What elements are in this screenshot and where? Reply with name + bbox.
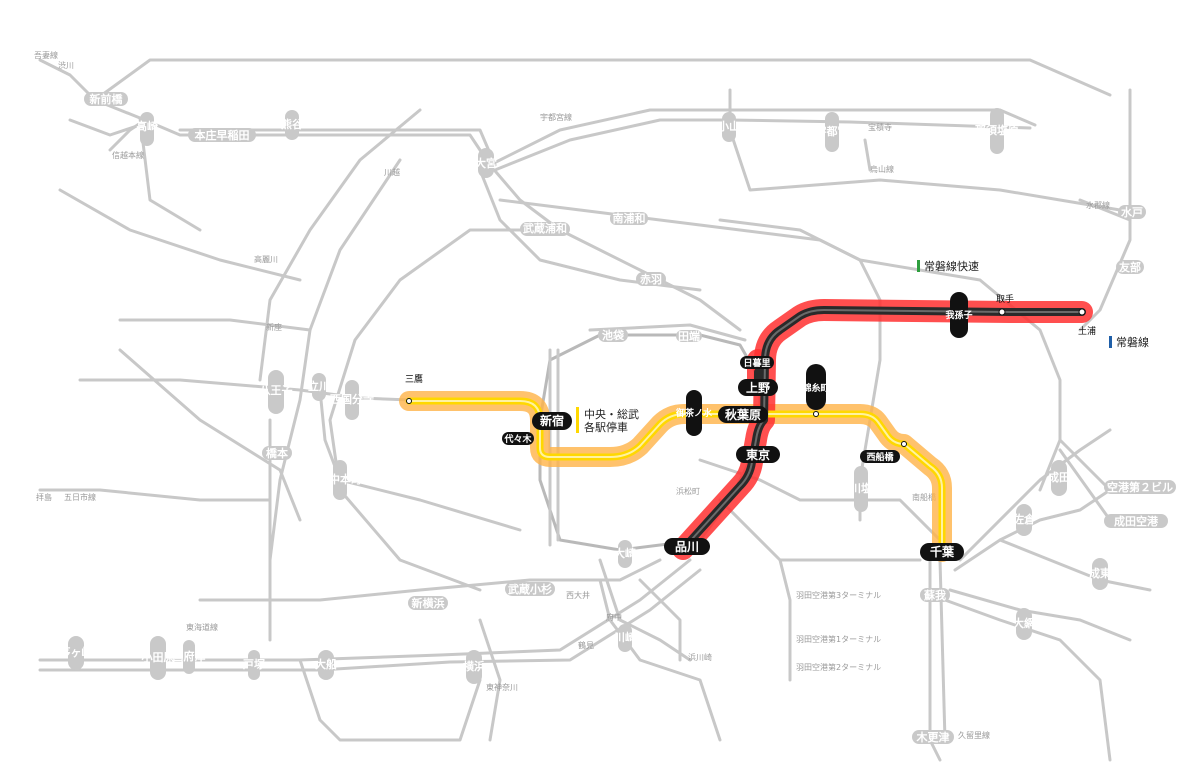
label-shibukawa: 渋川: [58, 60, 74, 70]
station-ofuna: 大船: [315, 657, 337, 671]
station-mitaka: 三鷹: [405, 373, 423, 385]
station-hamamatsucho: 浜松町: [676, 486, 700, 496]
station-totsuka: 戸塚: [243, 657, 265, 671]
station-minami-funabashi: 南船橋: [912, 492, 936, 502]
legend-local-train: 各駅停車: [584, 420, 628, 434]
station-ikebukuro: 池袋: [602, 328, 625, 342]
station-kinshicho: 錦糸町: [801, 382, 829, 394]
station-shinagawa: 品川: [675, 540, 699, 554]
station-shinjuku: 新宿: [540, 413, 564, 428]
route-lines: [405, 306, 1086, 556]
station-ichikawa-shiohama: 市川塩浜: [839, 481, 883, 495]
label-karasuyama-line: 烏山線: [870, 164, 894, 174]
station-akabane: 赤羽: [640, 272, 662, 286]
station-ochanomizu: 御茶ノ水: [675, 407, 713, 419]
station-fuchu: 府中: [606, 612, 622, 622]
station-nishi-funabashi: 西船橋: [866, 451, 894, 463]
station-oami: 大網: [1013, 616, 1035, 630]
legend-joban-swatch: [1109, 336, 1112, 348]
label-utsunomiya-line: 宇都宮線: [540, 112, 572, 122]
station-shin-yokohama: 新横浜: [412, 596, 445, 610]
station-kawasaki: 川崎: [613, 630, 636, 644]
station-chiba: 千葉: [930, 544, 955, 559]
label-higashi-kanagawa: 東神奈川: [486, 682, 518, 692]
station-nasushiobara: 那須塩原: [975, 123, 1019, 137]
label-kururi-line: 久留里線: [958, 730, 990, 740]
station-kawagoe: 川越: [384, 167, 400, 177]
station-hamakawasaki: 浜川崎: [688, 652, 712, 662]
station-narita: 成田: [1048, 470, 1070, 484]
background-small-labels: 吾妻線 渋川 信越本線 烏山線 水郡線 五日市線 東海道線 久留里線 東神奈川 …: [34, 50, 1110, 740]
route-dots: [406, 308, 1086, 447]
station-niiza: 新座: [266, 322, 282, 332]
station-minami-urawa: 南浦和: [613, 211, 646, 225]
station-tabata: 田端: [678, 329, 700, 343]
station-airport-terminal2: 空港第２ビル: [1107, 480, 1173, 494]
station-shinmaebashi: 新前橋: [90, 92, 124, 106]
station-tsurumi: 鶴見: [578, 640, 594, 650]
station-sakura: 佐倉: [1012, 512, 1036, 526]
station-nishi-oi: 西大井: [566, 590, 590, 600]
station-fuchu-hommachi: 府中本町: [318, 472, 362, 486]
legend-chuo-sobu-swatch: [576, 407, 579, 433]
station-hachioji: 八王子: [259, 384, 293, 397]
station-omiya: 大宮: [475, 156, 497, 170]
station-haijima: 拝島: [36, 492, 52, 502]
station-mito: 水戸: [1121, 205, 1143, 219]
label-hoshakuji: 宝積寺: [868, 122, 892, 132]
station-abiko: 我孫子: [945, 309, 972, 321]
label-suigun-line: 水郡線: [1086, 200, 1110, 210]
station-haneda-t3: 羽田空港第3ターミナル: [796, 590, 881, 600]
station-kumagaya: 熊谷: [281, 117, 304, 131]
station-yokohama: 横浜: [463, 659, 485, 673]
station-nishi-kokubunji: 西国分寺: [330, 392, 374, 406]
highlighted-stations: 三鷹 新宿 代々木 御茶ノ水 秋葉原 錦糸町 西船橋 千葉 東京 品川 上野 日…: [405, 292, 1096, 561]
station-tomobe: 友部: [1119, 260, 1141, 274]
station-odawara: 小田原: [141, 650, 175, 664]
station-narita-airport: 成田空港: [1114, 514, 1159, 528]
route-glow: [399, 299, 1093, 562]
station-nippori: 日暮里: [743, 357, 770, 369]
label-shinetsu-line: 信越本線: [112, 150, 144, 160]
station-soga: 蘇我: [923, 588, 946, 602]
station-honjo-waseda: 本庄早稲田: [195, 128, 250, 142]
station-chigasaki: 茅ヶ崎: [60, 645, 93, 659]
station-toride: 取手: [996, 293, 1014, 305]
station-yoyogi: 代々木: [503, 433, 532, 445]
label-agatsuma-line: 吾妻線: [34, 50, 58, 60]
station-oyama: 小山: [717, 119, 740, 133]
station-haneda-t1: 羽田空港第1ターミナル: [796, 634, 881, 644]
station-tsuchiura: 土浦: [1078, 325, 1096, 337]
station-kisarazu: 木更津: [916, 730, 950, 744]
legend-joban: 常磐線: [1116, 335, 1149, 349]
background-station-labels: 新前橋 高崎 本庄早稲田 熊谷 大宮 小山 宇都宮 那須塩原 水戸 友部 武蔵浦…: [36, 92, 1176, 744]
label-itsukaichi-line: 五日市線: [64, 492, 96, 502]
legend-joban-rapid-swatch: [917, 260, 920, 272]
station-ueno: 上野: [746, 380, 770, 395]
station-hashimoto: 橋本: [266, 446, 288, 460]
station-akihabara: 秋葉原: [725, 407, 761, 422]
station-tokyo: 東京: [746, 447, 770, 462]
legend-joban-rapid: 常磐線快速: [924, 259, 979, 273]
legend-chuo-sobu: 中央・総武: [584, 407, 639, 421]
legend: 常磐線快速 常磐線 中央・総武 各駅停車: [576, 259, 1149, 434]
station-osaki: 大崎: [614, 546, 636, 560]
station-haneda-t2: 羽田空港第2ターミナル: [796, 662, 881, 672]
station-musashi-kosugi: 武蔵小杉: [508, 582, 552, 596]
station-kozu: 国府津: [173, 649, 206, 663]
station-togane: 成東: [1089, 566, 1112, 580]
station-komagawa: 高麗川: [254, 254, 278, 264]
station-utsunomiya: 宇都宮: [816, 124, 849, 138]
station-tachikawa: 立川: [308, 379, 330, 393]
station-takasaki: 高崎: [136, 119, 158, 133]
station-musashi-urawa: 武蔵浦和: [523, 221, 567, 235]
label-tokaido-line: 東海道線: [186, 622, 218, 632]
